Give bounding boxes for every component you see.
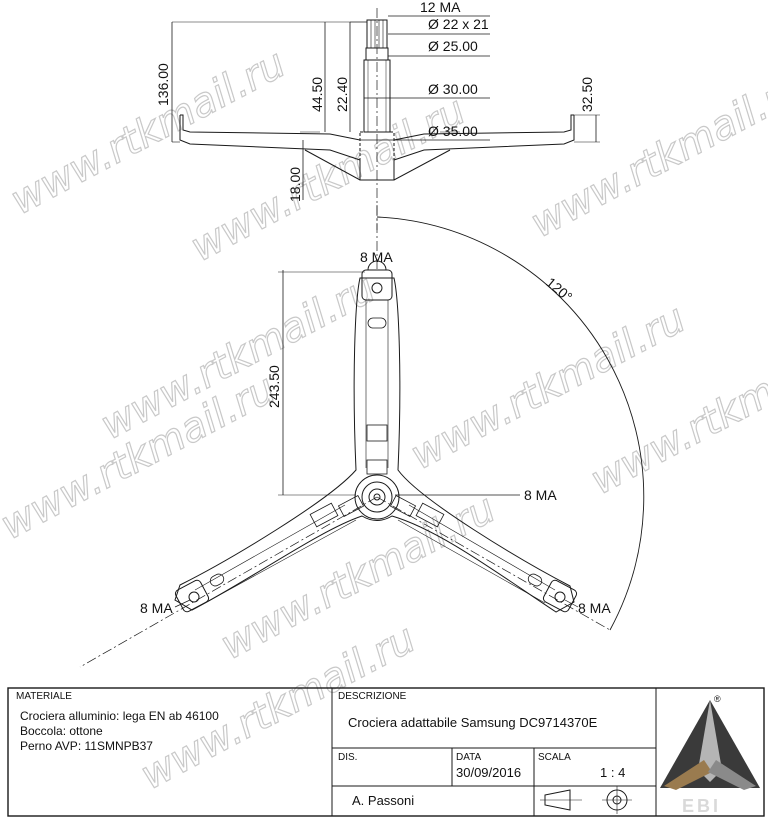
plan-view — [79, 205, 645, 668]
dim-height-136: 136.00 — [155, 63, 171, 106]
dim-hole-left: 8 MA — [140, 600, 173, 616]
ebi-logo: ® EBI — [660, 694, 760, 816]
dim-height-2240: 22.40 — [334, 77, 350, 112]
descrizione-label: DESCRIZIONE — [338, 691, 407, 702]
data-value: 30/09/2016 — [456, 765, 521, 780]
dim-hole-right: 8 MA — [578, 600, 611, 616]
dim-hole-center: 8 MA — [524, 487, 557, 503]
dim-height-4450: 44.50 — [309, 77, 325, 112]
data-label: DATA — [456, 752, 482, 763]
dim-hole-top: 8 MA — [360, 249, 393, 265]
scala-label: SCALA — [538, 752, 571, 763]
dim-d30: Ø 30.00 — [428, 81, 478, 97]
dim-d25: Ø 25.00 — [428, 38, 478, 54]
materiale-line-2: Boccola: ottone — [20, 724, 103, 738]
title-block — [7, 687, 765, 817]
dis-label: DIS. — [338, 752, 357, 763]
watermarks: www.rtkmail.ru www.rtkmail.ru www.rtkmai… — [0, 40, 768, 799]
dis-value: A. Passoni — [352, 793, 414, 808]
dim-thread-top: 12 MA — [420, 0, 461, 15]
logo-registered: ® — [714, 694, 721, 704]
scala-value: 1 : 4 — [600, 765, 625, 780]
dim-d35: Ø 35.00 — [428, 123, 478, 139]
watermark: www.rtkmail.ru — [523, 64, 768, 247]
materiale-label: MATERIALE — [16, 691, 72, 702]
logo-text: EBI — [682, 796, 721, 816]
materiale-line-1: Crociera alluminio: lega EN ab 46100 — [20, 709, 219, 723]
dim-arm-length: 243.50 — [266, 365, 282, 408]
materiale-line-3: Perno AVP: 11SMNPB37 — [20, 739, 153, 753]
descrizione-value: Crociera adattabile Samsung DC9714370E — [348, 715, 598, 730]
dim-spline: Ø 22 x 21 — [428, 16, 489, 32]
dim-height-3250: 32.50 — [579, 77, 595, 112]
side-view — [171, 8, 600, 230]
dim-height-1800: 18.00 — [287, 167, 303, 202]
dim-angle: 120° — [543, 274, 575, 305]
